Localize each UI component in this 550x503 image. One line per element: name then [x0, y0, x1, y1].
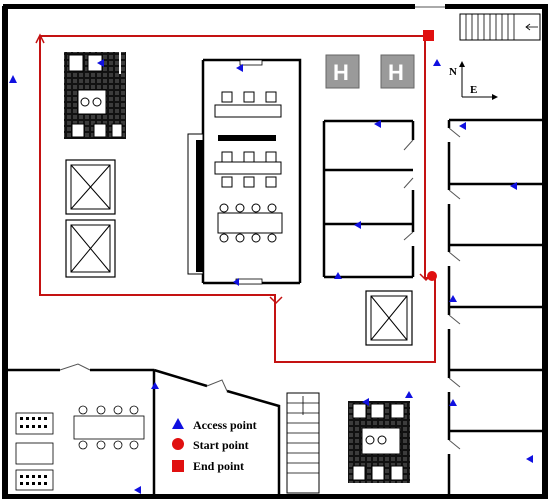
helipad-2: H	[380, 54, 415, 89]
room-bottom-left	[4, 363, 156, 497]
helipad-2-letter: H	[388, 60, 404, 85]
legend-start-label: Start point	[193, 438, 249, 452]
legend-access-icon	[172, 418, 184, 429]
offices-middle	[322, 119, 415, 279]
access-point-icon	[449, 399, 457, 406]
elevator-left-2	[65, 219, 116, 278]
elevator-left-1	[65, 159, 116, 215]
access-point-icon	[362, 398, 369, 406]
legend-end-icon	[172, 460, 184, 472]
access-point-icon	[374, 120, 381, 128]
access-point-icon	[134, 486, 141, 494]
access-point-icon	[334, 272, 342, 279]
end-point-marker	[423, 30, 434, 41]
access-point-icon	[236, 64, 243, 72]
access-point-icon	[526, 455, 533, 463]
access-point-icon	[151, 382, 159, 389]
outer-walls	[2, 3, 548, 499]
access-point-icon	[449, 295, 457, 302]
legend-end-label: End point	[193, 459, 244, 473]
stairs-bottom	[286, 392, 320, 494]
helipad-1: H	[325, 54, 360, 89]
helipad-1-letter: H	[333, 60, 349, 85]
legend: Access point Start point End point	[172, 418, 257, 473]
restroom-bottom	[348, 401, 410, 483]
legend-start-icon	[172, 438, 184, 450]
access-point-icon	[354, 221, 361, 229]
conference-room	[187, 58, 302, 285]
access-point-icon	[405, 391, 413, 398]
stairs-top-right	[459, 13, 541, 41]
access-point-icon	[97, 59, 104, 67]
access-points	[9, 59, 533, 494]
legend-room	[153, 368, 281, 497]
restroom-top-left	[64, 52, 126, 139]
access-point-icon	[9, 75, 17, 83]
compass: N E	[449, 61, 498, 100]
legend-access-label: Access point	[193, 418, 257, 432]
elevator-center	[365, 290, 413, 346]
access-point-icon	[233, 278, 239, 286]
compass-north: N	[449, 66, 457, 78]
compass-east: E	[470, 84, 477, 96]
evacuation-route	[39, 35, 436, 363]
start-point-marker	[427, 271, 437, 281]
offices-right	[446, 118, 546, 497]
access-point-icon	[433, 59, 441, 66]
access-point-icon	[459, 122, 466, 130]
access-point-icon	[510, 182, 517, 190]
